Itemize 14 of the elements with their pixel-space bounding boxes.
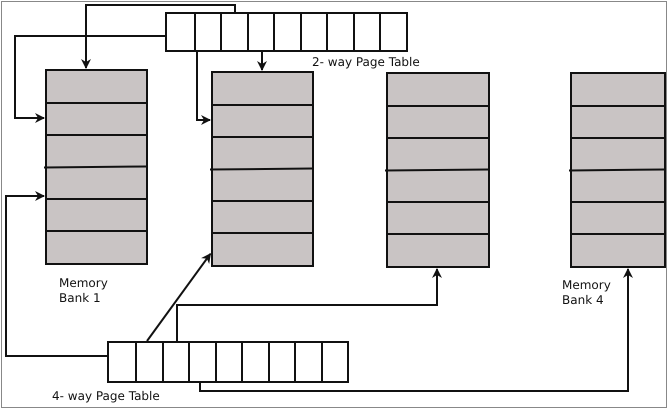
- arrow: [146, 253, 212, 342]
- memory-bank: [211, 71, 314, 267]
- arrow: [196, 52, 211, 125]
- arrow: [81, 4, 236, 69]
- arrow: [199, 268, 633, 392]
- arrow: [14, 35, 165, 123]
- arrow: [176, 268, 442, 341]
- table-label: 2- way Page Table: [312, 55, 420, 69]
- memory-bank: [386, 72, 490, 268]
- arrow: [257, 52, 267, 71]
- bank-caption: Memory Bank 1: [59, 276, 109, 306]
- table-label: 4- way Page Table: [52, 389, 160, 403]
- arrow: [5, 191, 107, 357]
- bank-caption: Memory Bank 4: [562, 278, 612, 308]
